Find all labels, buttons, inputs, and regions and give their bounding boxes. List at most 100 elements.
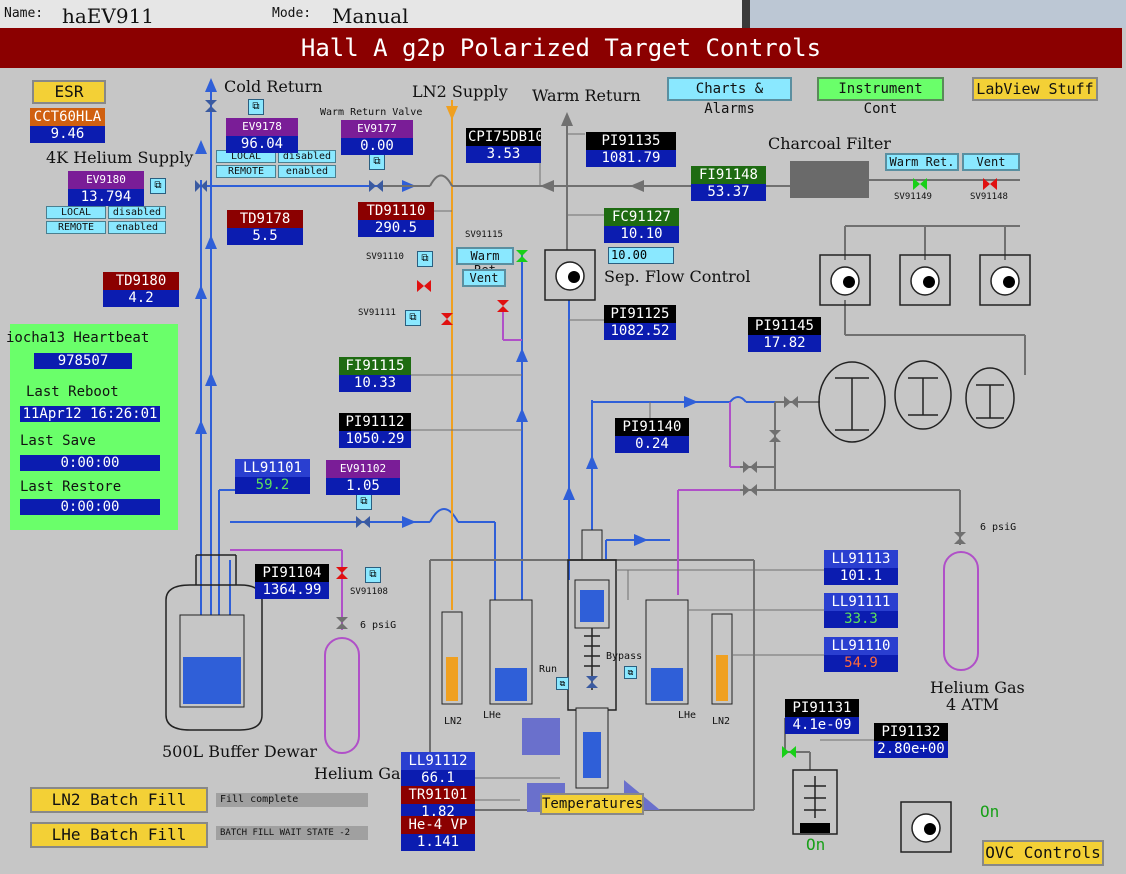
warm-return-valve-label: Warm Return Valve <box>320 107 423 118</box>
last-restore-value: 0:00:00 <box>20 499 160 515</box>
fi91115-value: 10.33 <box>339 375 411 392</box>
ll91112-tag: LL91112 <box>401 752 475 770</box>
charts-alarms-button[interactable]: Charts & Alarms <box>667 77 792 117</box>
helium-gas-right-label: Helium Gas <box>930 678 1025 697</box>
esr-button[interactable]: ESR <box>32 80 106 104</box>
header-divider <box>742 0 750 28</box>
psig-label-right: 6 psiG <box>980 522 1017 533</box>
labview-button[interactable]: LabView Stuff <box>972 77 1098 101</box>
pi91104-value: 1364.99 <box>255 582 329 599</box>
td9178-readout: TD9178 5.5 <box>227 210 303 245</box>
ll91112-readout: LL91112 66.1 <box>401 752 475 787</box>
sv91108-label: SV91108 <box>350 587 388 597</box>
cold-return-label: Cold Return <box>224 77 323 96</box>
sv91111-detail-icon[interactable]: ⧉ <box>405 310 421 326</box>
fc91127-readout: FC91127 10.10 <box>604 208 679 243</box>
ll91101-value: 59.2 <box>235 477 310 494</box>
lhe-left-label: LHe <box>483 710 502 721</box>
last-reboot-label: Last Reboot <box>26 384 119 400</box>
ev9180-enabled-button[interactable]: enabled <box>108 221 166 234</box>
sep-flow-label: Sep. Flow Control <box>604 267 751 286</box>
name-label: Name: <box>4 6 44 21</box>
helium-lines <box>200 80 775 615</box>
page-title: Hall A g2p Polarized Target Controls <box>0 28 1122 68</box>
ll91111-tag: LL91111 <box>824 593 898 611</box>
ll91110-tag: LL91110 <box>824 637 898 655</box>
ll91112-value: 66.1 <box>401 770 475 787</box>
ln2-left-label: LN2 <box>444 716 463 727</box>
ev9180-disabled-button[interactable]: disabled <box>108 206 166 219</box>
temperatures-button[interactable]: Temperatures <box>540 793 644 815</box>
ev9177-tag: EV9177 <box>341 120 413 138</box>
td9178-value: 5.5 <box>227 228 303 245</box>
pi91145-tag: PI91145 <box>748 317 821 335</box>
td9180-tag: TD9180 <box>103 272 179 290</box>
fi91115-readout: FI91115 10.33 <box>339 357 411 392</box>
valves <box>195 100 997 758</box>
header-right-area <box>750 0 1126 28</box>
pi91132-tag: PI91132 <box>874 723 948 741</box>
window-header: Name: haEV911 Mode: Manual <box>0 0 742 28</box>
sv91110-detail-icon[interactable]: ⧉ <box>417 251 433 267</box>
run-label: Run <box>539 664 558 675</box>
warm-ret-top-button[interactable]: Warm Ret. <box>885 153 959 171</box>
td91110-value: 290.5 <box>358 220 434 237</box>
helium-gas-right-pressure: 4 ATM <box>946 695 999 714</box>
vent-mid-button[interactable]: Vent <box>462 269 506 287</box>
buffer-dewar-outline <box>165 584 263 731</box>
lhe-batch-fill-button[interactable]: LHe Batch Fill <box>30 822 208 848</box>
ll91111-value: 33.3 <box>824 611 898 628</box>
pi91135-readout: PI91135 1081.79 <box>586 132 676 167</box>
ev9180-remote-button[interactable]: REMOTE <box>46 221 106 234</box>
fc91127-value: 10.10 <box>604 226 679 243</box>
ln2-arrow <box>446 106 458 120</box>
fc91127-setpoint-input[interactable]: 10.00 <box>608 247 674 264</box>
ev9180-detail-icon[interactable]: ⧉ <box>150 178 166 194</box>
ev9178-detail-icon[interactable]: ⧉ <box>248 99 264 115</box>
lhe-right-label: LHe <box>678 710 697 721</box>
td9180-value: 4.2 <box>103 290 179 307</box>
helium-gas-cylinder-left <box>324 637 360 754</box>
fi91148-value: 53.37 <box>691 184 766 201</box>
ll91110-value: 54.9 <box>824 655 898 672</box>
warm-ret-mid-button[interactable]: Warm Ret <box>456 247 514 277</box>
ev9180-readout: EV9180 13.794 <box>68 171 144 206</box>
readout-leaders <box>410 133 875 801</box>
sv91108-detail-icon[interactable]: ⧉ <box>365 567 381 583</box>
cct60hla-value: 9.46 <box>30 126 105 143</box>
last-reboot-value: 11Apr12 16:26:01 <box>20 406 160 422</box>
sv91148-label: SV91148 <box>970 192 1008 202</box>
he4k-supply-label: 4K Helium Supply <box>46 148 194 167</box>
buffer-dewar-level <box>183 657 241 704</box>
instrument-control-button[interactable]: Instrument Cont <box>817 77 944 117</box>
pi91112-value: 1050.29 <box>339 431 411 448</box>
ev91102-value: 1.05 <box>326 478 400 495</box>
pi91125-tag: PI91125 <box>604 305 676 323</box>
ev9178-remote-button[interactable]: REMOTE <box>216 165 276 178</box>
ovc-on-label: On <box>980 802 1000 821</box>
ev9177-detail-icon[interactable]: ⧉ <box>369 154 385 170</box>
ev9178-tag: EV9178 <box>226 118 298 136</box>
run-detail-icon[interactable]: ⧉ <box>556 677 569 690</box>
he4-vp-value: 1.141 <box>401 834 475 851</box>
fc91127-tag: FC91127 <box>604 208 679 226</box>
tr91101-tag: TR91101 <box>401 786 475 804</box>
shield-left <box>522 718 560 755</box>
ev91102-readout: EV91102 1.05 <box>326 460 400 495</box>
roots-blowers <box>818 360 1015 443</box>
ovc-controls-button[interactable]: OVC Controls <box>982 840 1104 866</box>
pi91140-tag: PI91140 <box>615 418 689 436</box>
td91110-readout: TD91110 290.5 <box>358 202 434 237</box>
ev9180-local-button[interactable]: LOCAL <box>46 206 106 219</box>
ll91110-readout: LL91110 54.9 <box>824 637 898 672</box>
ll91111-readout: LL91111 33.3 <box>824 593 898 628</box>
ev9178-disabled-button[interactable]: disabled <box>278 150 336 163</box>
ln2-batch-fill-button[interactable]: LN2 Batch Fill <box>30 787 208 813</box>
pi91125-value: 1082.52 <box>604 323 676 340</box>
ev9178-enabled-button[interactable]: enabled <box>278 165 336 178</box>
bypass-detail-icon[interactable]: ⧉ <box>624 666 637 679</box>
ovc-pump <box>792 769 838 835</box>
pi91140-readout: PI91140 0.24 <box>615 418 689 453</box>
vent-top-button[interactable]: Vent <box>962 153 1020 171</box>
ev91102-detail-icon[interactable]: ⧉ <box>356 494 372 510</box>
